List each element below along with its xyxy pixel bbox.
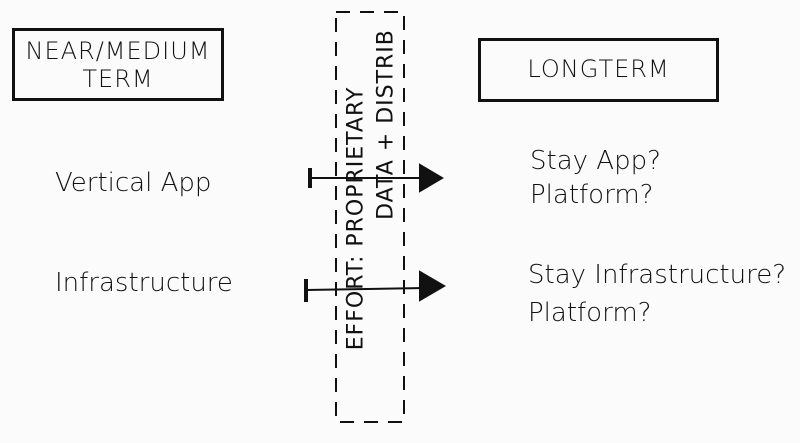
row-label-infrastructure: Infrastructure — [55, 268, 233, 298]
outcome-stay-infrastructure: Stay Infrastructure? — [528, 260, 786, 290]
arrow-infrastructure — [304, 270, 446, 302]
outcome-platform-2: Platform? — [528, 298, 652, 328]
long-term-label: LONGTERM — [527, 55, 670, 83]
near-medium-term-box: NEAR/MEDIUM TERM — [12, 28, 224, 101]
effort-label-line1: EFFORT: PROPRIETARY — [343, 86, 369, 351]
arrow-vertical-app — [308, 163, 444, 193]
effort-band — [335, 11, 405, 423]
row-label-vertical-app: Vertical App — [55, 168, 212, 198]
outcome-stay-app: Stay App? — [530, 146, 661, 176]
long-term-box: LONGTERM — [478, 38, 719, 102]
near-medium-term-line1: NEAR/MEDIUM — [25, 37, 211, 65]
outcome-platform-1: Platform? — [530, 180, 654, 210]
near-medium-term-line2: TERM — [82, 65, 154, 93]
effort-label-line2: DATA + DISTRIB — [373, 29, 399, 220]
